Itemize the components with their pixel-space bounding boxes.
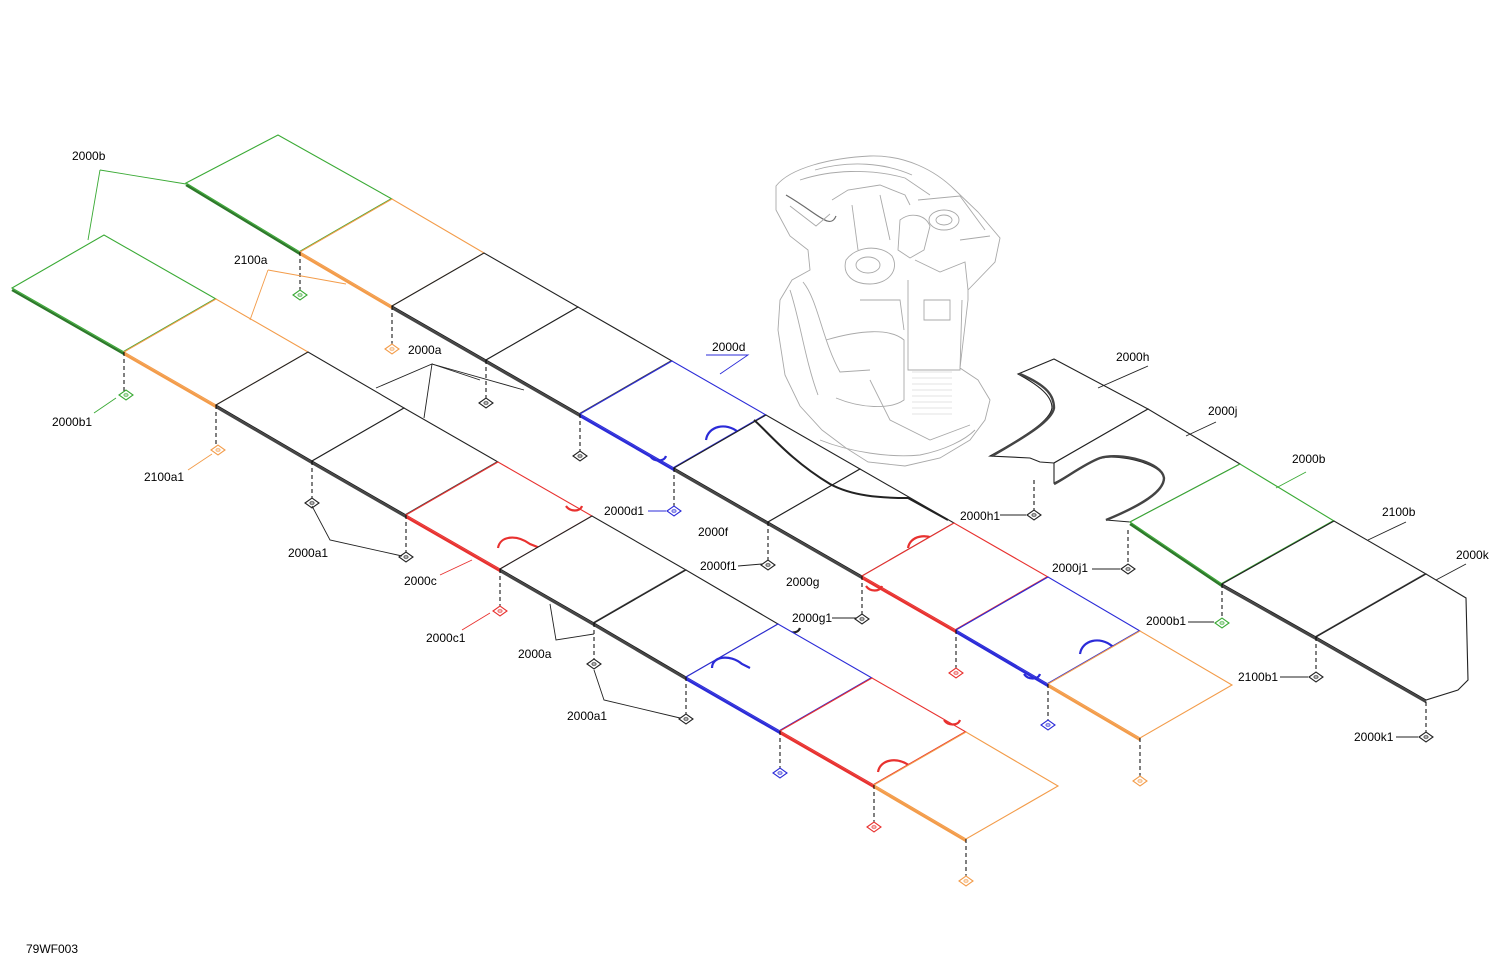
clip-drops xyxy=(123,252,1427,878)
label-2100a: 2100a xyxy=(234,253,268,267)
clip-2000c1-left-icon xyxy=(492,605,508,617)
clip-2100a1-right-icon xyxy=(1132,775,1148,787)
clip-2000b1-top-icon xyxy=(292,289,308,301)
clip-2000j1-icon xyxy=(1120,563,1136,575)
leader-lines xyxy=(87,169,1467,738)
mat-2100a-right xyxy=(1046,630,1234,742)
label-2000h1: 2000h1 xyxy=(960,509,1000,523)
clip-2000d1-middle-icon xyxy=(666,505,682,517)
label-2000k: 2000k xyxy=(1456,548,1490,562)
clip-2000c1-middle-icon xyxy=(948,667,964,679)
clip-2000a1-top-1-icon xyxy=(478,397,494,409)
figure-code: 79WF003 xyxy=(26,942,79,956)
mat-2000k xyxy=(1314,573,1469,704)
label-2000a-bottom: 2000a xyxy=(518,647,552,661)
clip-2000d1-right-icon xyxy=(1040,719,1056,731)
label-2000d: 2000d xyxy=(712,340,745,354)
label-2000f: 2000f xyxy=(698,525,729,539)
label-2100a1: 2100a1 xyxy=(144,470,184,484)
label-2000c: 2000c xyxy=(404,574,437,588)
label-2000j1: 2000j1 xyxy=(1052,561,1088,575)
label-2000b1: 2000b1 xyxy=(52,415,92,429)
label-2000c1: 2000c1 xyxy=(426,631,466,645)
label-2000a-top: 2000a xyxy=(408,343,442,357)
label-2000j: 2000j xyxy=(1208,404,1237,418)
clip-2000c1-bottom-icon xyxy=(866,821,882,833)
clip-2000a1-bottom-1-icon xyxy=(586,658,602,670)
mat-2000j xyxy=(1053,408,1242,523)
label-2100b1: 2100b1 xyxy=(1238,670,1278,684)
mat-2000h xyxy=(988,358,1150,464)
clip-2000b1-right-icon xyxy=(1214,617,1230,629)
transition-strip xyxy=(753,419,949,521)
clip-2000h1-icon xyxy=(1026,509,1042,521)
vehicle-console-illustration xyxy=(775,155,1001,467)
clip-2000a1-top-2-icon xyxy=(572,450,588,462)
label-2000k1: 2000k1 xyxy=(1354,730,1394,744)
label-2000f1: 2000f1 xyxy=(700,559,737,573)
label-2000b-right: 2000b xyxy=(1292,452,1326,466)
label-2000b1-right: 2000b1 xyxy=(1146,614,1186,628)
clip-2100a1-top-icon xyxy=(384,343,400,355)
label-2100b: 2100b xyxy=(1382,505,1416,519)
label-2000g: 2000g xyxy=(786,575,819,589)
callout-labels: 2000b 2100a 2000b1 2100a1 2000a 2000a1 2… xyxy=(52,149,1490,744)
clip-2100a1-icon xyxy=(210,444,226,456)
mat-2100a-bottom xyxy=(872,731,1060,843)
label-2000a1-top: 2000a1 xyxy=(288,546,328,560)
clip-2000f1-icon xyxy=(760,559,776,571)
clip-2000d1-bottom-icon xyxy=(772,767,788,779)
clip-2100a1-bottom-icon xyxy=(958,875,974,887)
label-2000g1: 2000g1 xyxy=(792,611,832,625)
label-2000b-top: 2000b xyxy=(72,149,106,163)
clip-2000k1-icon xyxy=(1418,731,1434,743)
clip-2000g1-icon xyxy=(854,613,870,625)
clip-2000a1-left-2-icon xyxy=(398,551,414,563)
clip-2000a1-bottom-2-icon xyxy=(678,713,694,725)
label-2000d1: 2000d1 xyxy=(604,504,644,518)
label-2000h: 2000h xyxy=(1116,350,1149,364)
clip-2100b1-icon xyxy=(1308,671,1324,683)
clip-2000b1-left-icon xyxy=(118,389,134,401)
label-2000a1-bottom: 2000a1 xyxy=(567,709,607,723)
